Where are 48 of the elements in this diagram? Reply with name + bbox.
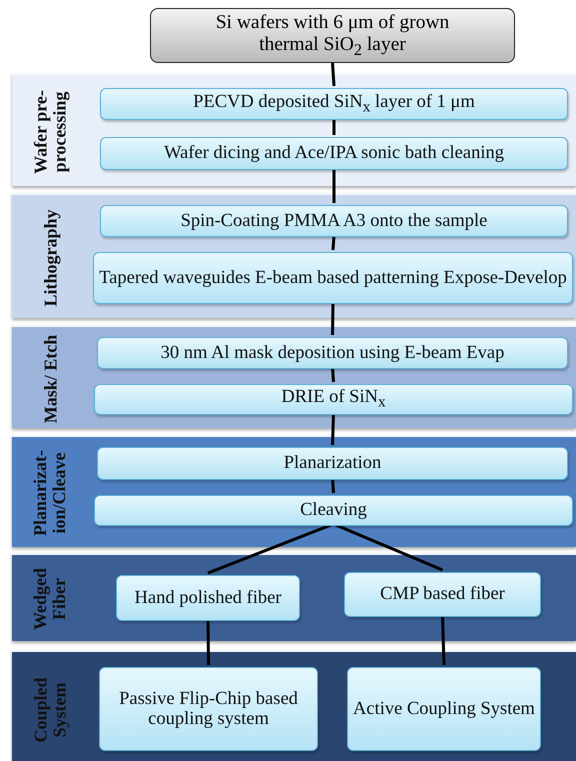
stage-label: Lithography <box>40 208 60 306</box>
step-text: PECVD deposited SiN$_{x}$ layer of 1 μm <box>193 92 475 116</box>
process-box <box>100 205 568 237</box>
process-box <box>100 137 568 170</box>
step-text: Spin-Coating PMMA A3 onto the sample <box>180 210 488 232</box>
step-text: Tapered waveguides E-beam based patterning Expose-Develop <box>99 268 567 288</box>
step-text: DRIE of SiN$_{x}$ <box>281 387 386 412</box>
stage-band <box>12 73 576 186</box>
process-box <box>100 88 568 120</box>
stage-label: Mask/ Etch <box>40 334 60 423</box>
stage-label: Wedged Fiber <box>31 567 69 632</box>
step-text: Cleaving <box>300 500 367 521</box>
process-box <box>116 575 300 621</box>
process-box <box>347 667 541 751</box>
connector-line <box>331 62 336 86</box>
step-text: CMP based fiber <box>380 584 505 605</box>
connector-line <box>332 234 336 250</box>
process-box <box>94 384 573 415</box>
stage-band <box>12 553 576 641</box>
stage-band <box>12 193 576 318</box>
process-box <box>94 495 573 526</box>
stage-band <box>12 325 576 428</box>
connector-line <box>206 618 210 666</box>
step-text: Passive Flip-Chip based coupling system <box>118 688 299 730</box>
process-box <box>344 572 541 617</box>
step-text: Active Coupling System <box>353 698 535 720</box>
step-text: Hand polished fiber <box>134 588 282 608</box>
stage-band <box>12 435 576 547</box>
stage-label: Coupled System <box>31 676 69 744</box>
connector-line <box>331 412 335 446</box>
step-text: Planarization <box>284 453 382 474</box>
stage-band <box>12 650 576 761</box>
start-box <box>150 8 515 63</box>
stage-label: Wafer pre- processing <box>31 88 69 176</box>
step-text: Wafer dicing and Ace/IPA sonic bath cleaning <box>164 143 504 164</box>
connector-line <box>441 614 446 666</box>
process-box <box>99 667 318 751</box>
process-box <box>97 337 568 369</box>
connector-line <box>332 168 336 203</box>
connector-line <box>332 118 336 135</box>
connector-line <box>331 366 335 382</box>
connector-line <box>331 302 334 336</box>
step-text: Si wafers with 6 μm of grown thermal SiO$_{2}$ layer <box>214 12 450 60</box>
process-box <box>97 447 568 480</box>
step-text: 30 nm Al mask deposition using E-beam Evap <box>160 342 504 364</box>
stage-label: Planarizat- ion/Cleave <box>31 449 69 538</box>
process-box <box>93 252 573 304</box>
connector-line <box>331 478 335 494</box>
